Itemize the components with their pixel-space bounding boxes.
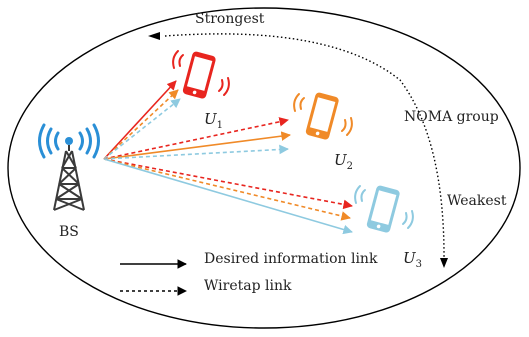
- smartphone-icon-u1: [182, 51, 216, 99]
- noma-region-ellipse: [7, 7, 521, 329]
- smartphone-icon-u2: [305, 92, 339, 140]
- desired-link-u3: [103, 158, 353, 235]
- smartphone-icon-u3: [366, 185, 400, 233]
- weakest-label: Weakest: [447, 193, 507, 209]
- desired-link-u2: [103, 131, 291, 160]
- signal-waves-u3-icon: [354, 185, 414, 229]
- legend-desired-label: Desired information link: [204, 251, 378, 267]
- wiretap-link-u3-red: [103, 158, 353, 210]
- strongest-label: Strongest: [195, 11, 265, 27]
- u3-label: U3: [403, 249, 422, 270]
- signal-waves-u2-icon: [293, 93, 353, 136]
- desired-link-u1: [103, 80, 177, 160]
- u1-label: U1: [204, 110, 223, 131]
- wiretap-link-u1-orange: [103, 89, 179, 160]
- u2-label: U2: [334, 151, 353, 172]
- legend: Desired information link Wiretap link: [120, 251, 378, 296]
- wiretap-link-u2-red: [103, 117, 289, 160]
- order-arrow: [164, 33, 445, 263]
- wiretap-link-u3-orange: [103, 158, 351, 221]
- order-arrow-head-left: [148, 32, 160, 40]
- bs-label: BS: [59, 224, 79, 240]
- legend-wiretap-label: Wiretap link: [204, 278, 292, 294]
- order-arrow-head-down: [440, 258, 448, 268]
- noma-group-label: NOMA group: [404, 109, 499, 125]
- cell-tower-icon: [38, 123, 100, 211]
- wiretap-link-u1-blue: [103, 98, 181, 160]
- signal-waves-u1-icon: [172, 50, 230, 96]
- wiretap-link-u2-blue: [103, 144, 289, 160]
